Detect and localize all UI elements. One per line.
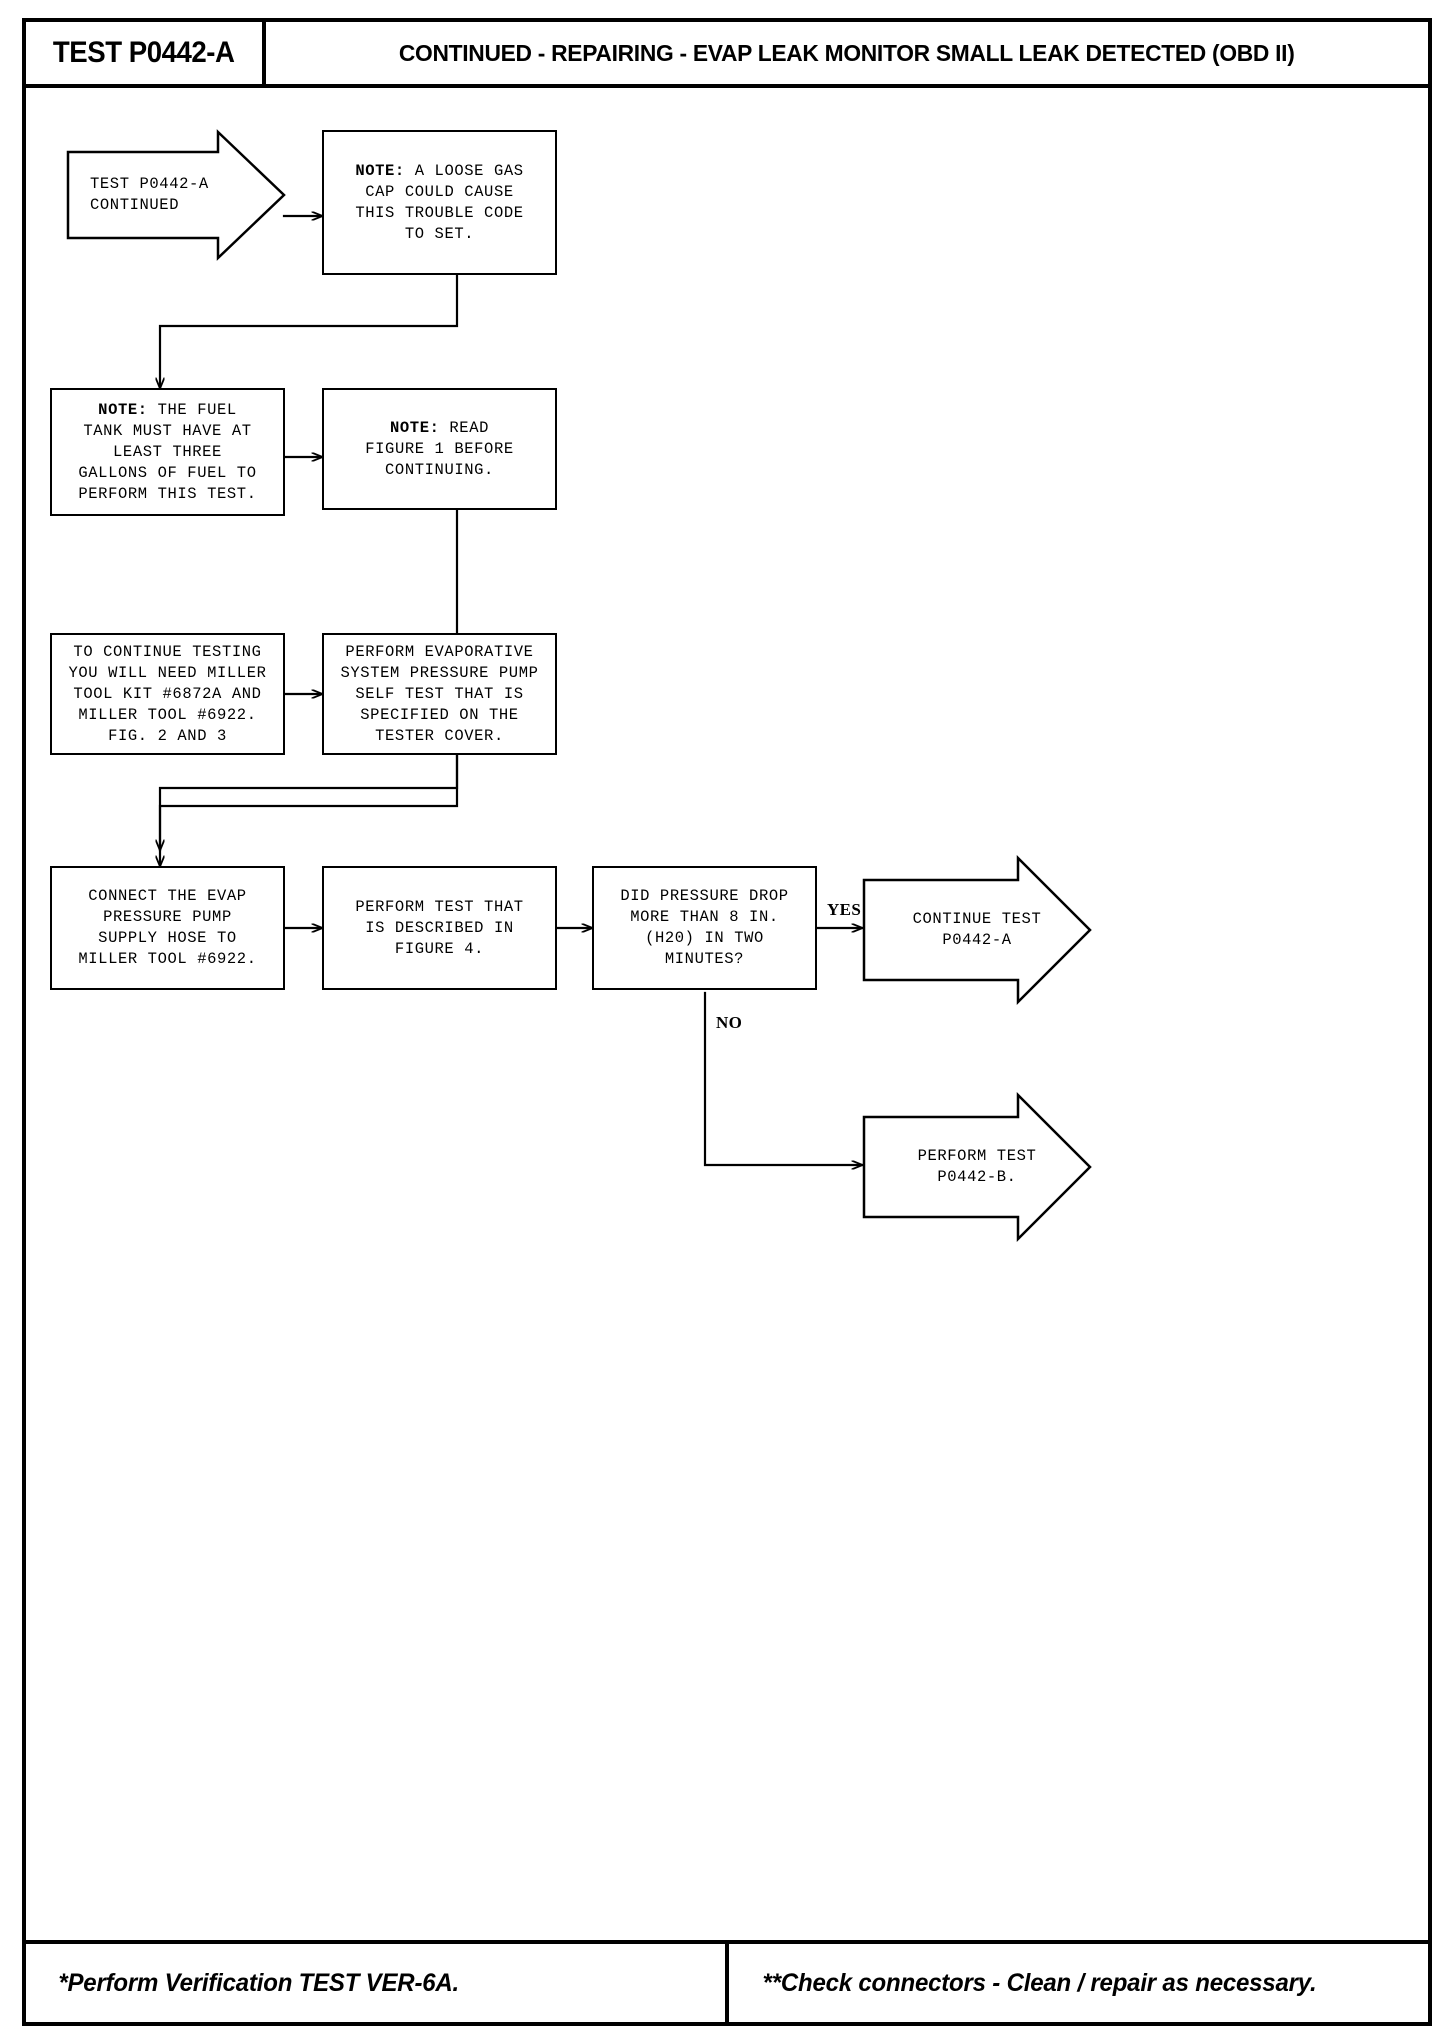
node-tools-needed[interactable]: TO CONTINUE TESTING YOU WILL NEED MILLER… (50, 633, 285, 755)
node-tools-needed-label: TO CONTINUE TESTING YOU WILL NEED MILLER… (68, 642, 267, 745)
node-note-gas-cap[interactable]: NOTE: A LOOSE GAS CAP COULD CAUSE THIS T… (322, 130, 557, 275)
node-pump-self-test-label: PERFORM EVAPORATIVE SYSTEM PRESSURE PUMP… (340, 642, 539, 745)
page-title: CONTINUED - REPAIRING - EVAP LEAK MONITO… (399, 39, 1295, 66)
node-note-gas-cap-label: NOTE: A LOOSE GAS CAP COULD CAUSE THIS T… (355, 161, 524, 243)
arrow-right-shape (862, 854, 1092, 1006)
page-border (22, 18, 1432, 2026)
footer-left-cell: *Perform Verification TEST VER-6A. (26, 1944, 729, 2022)
node-start-terminator[interactable]: TEST P0442-A CONTINUED (66, 129, 286, 261)
footer-verification-note: *Perform Verification TEST VER-6A. (58, 1968, 460, 1997)
pentagon-right-shape (66, 129, 286, 261)
note-prefix: NOTE: (98, 400, 148, 419)
node-perform-test-fig4-label: PERFORM TEST THAT IS DESCRIBED IN FIGURE… (355, 897, 524, 958)
node-note-fuel-tank[interactable]: NOTE: THE FUEL TANK MUST HAVE AT LEAST T… (50, 388, 285, 516)
node-continue-test-label: CONTINUE TEST P0442-A (912, 910, 1042, 949)
node-perform-test-fig4[interactable]: PERFORM TEST THAT IS DESCRIBED IN FIGURE… (322, 866, 557, 990)
node-note-read-figure-label: NOTE: READ FIGURE 1 BEFORE CONTINUING. (365, 418, 514, 479)
header-title-cell: CONTINUED - REPAIRING - EVAP LEAK MONITO… (266, 22, 1428, 84)
note-prefix: NOTE: (389, 418, 440, 437)
footer-connector-note: **Check connectors - Clean / repair as n… (762, 1968, 1317, 1997)
node-connect-hose-label: CONNECT THE EVAP PRESSURE PUMP SUPPLY HO… (78, 887, 257, 968)
page-footer: *Perform Verification TEST VER-6A. **Che… (22, 1940, 1432, 2026)
connector-layer (22, 88, 864, 1940)
header-test-code: TEST P0442-A (53, 36, 235, 69)
arrow-right-shape (862, 1091, 1092, 1243)
node-start-label: TEST P0442-A CONTINUED (90, 175, 209, 214)
node-continue-test-terminator[interactable]: CONTINUE TEST P0442-A (862, 854, 1092, 1006)
node-decision-pressure-drop-label: DID PRESSURE DROP MORE THAN 8 IN. (H20) … (620, 887, 789, 968)
node-perform-test-b-label: PERFORM TEST P0442-B. (917, 1147, 1037, 1186)
node-note-read-figure[interactable]: NOTE: READ FIGURE 1 BEFORE CONTINUING. (322, 388, 557, 510)
flowchart-canvas: TEST P0442-A CONTINUED NOTE: A LOOSE GAS… (22, 88, 1432, 1940)
node-note-fuel-tank-label: NOTE: THE FUEL TANK MUST HAVE AT LEAST T… (78, 400, 257, 503)
edge-decision-no-to-perform-test-b (703, 991, 864, 1165)
node-perform-test-b-terminator[interactable]: PERFORM TEST P0442-B. (862, 1091, 1092, 1243)
node-connect-hose[interactable]: CONNECT THE EVAP PRESSURE PUMP SUPPLY HO… (50, 866, 285, 990)
node-pump-self-test[interactable]: PERFORM EVAPORATIVE SYSTEM PRESSURE PUMP… (322, 633, 557, 755)
edge-note-gas-cap-to-note-fuel-tank (160, 273, 459, 390)
node-decision-pressure-drop[interactable]: DID PRESSURE DROP MORE THAN 8 IN. (H20) … (592, 866, 817, 990)
edge-pump-self-test-to-connect-hose (160, 751, 459, 868)
edge-label-no: NO (716, 1013, 743, 1032)
edge-label-yes: YES (827, 900, 862, 919)
page-header: TEST P0442-A CONTINUED - REPAIRING - EVA… (22, 18, 1432, 88)
footer-right-cell: **Check connectors - Clean / repair as n… (729, 1944, 1428, 2022)
header-test-code-cell: TEST P0442-A (26, 22, 266, 84)
note-prefix: NOTE: (355, 161, 405, 180)
